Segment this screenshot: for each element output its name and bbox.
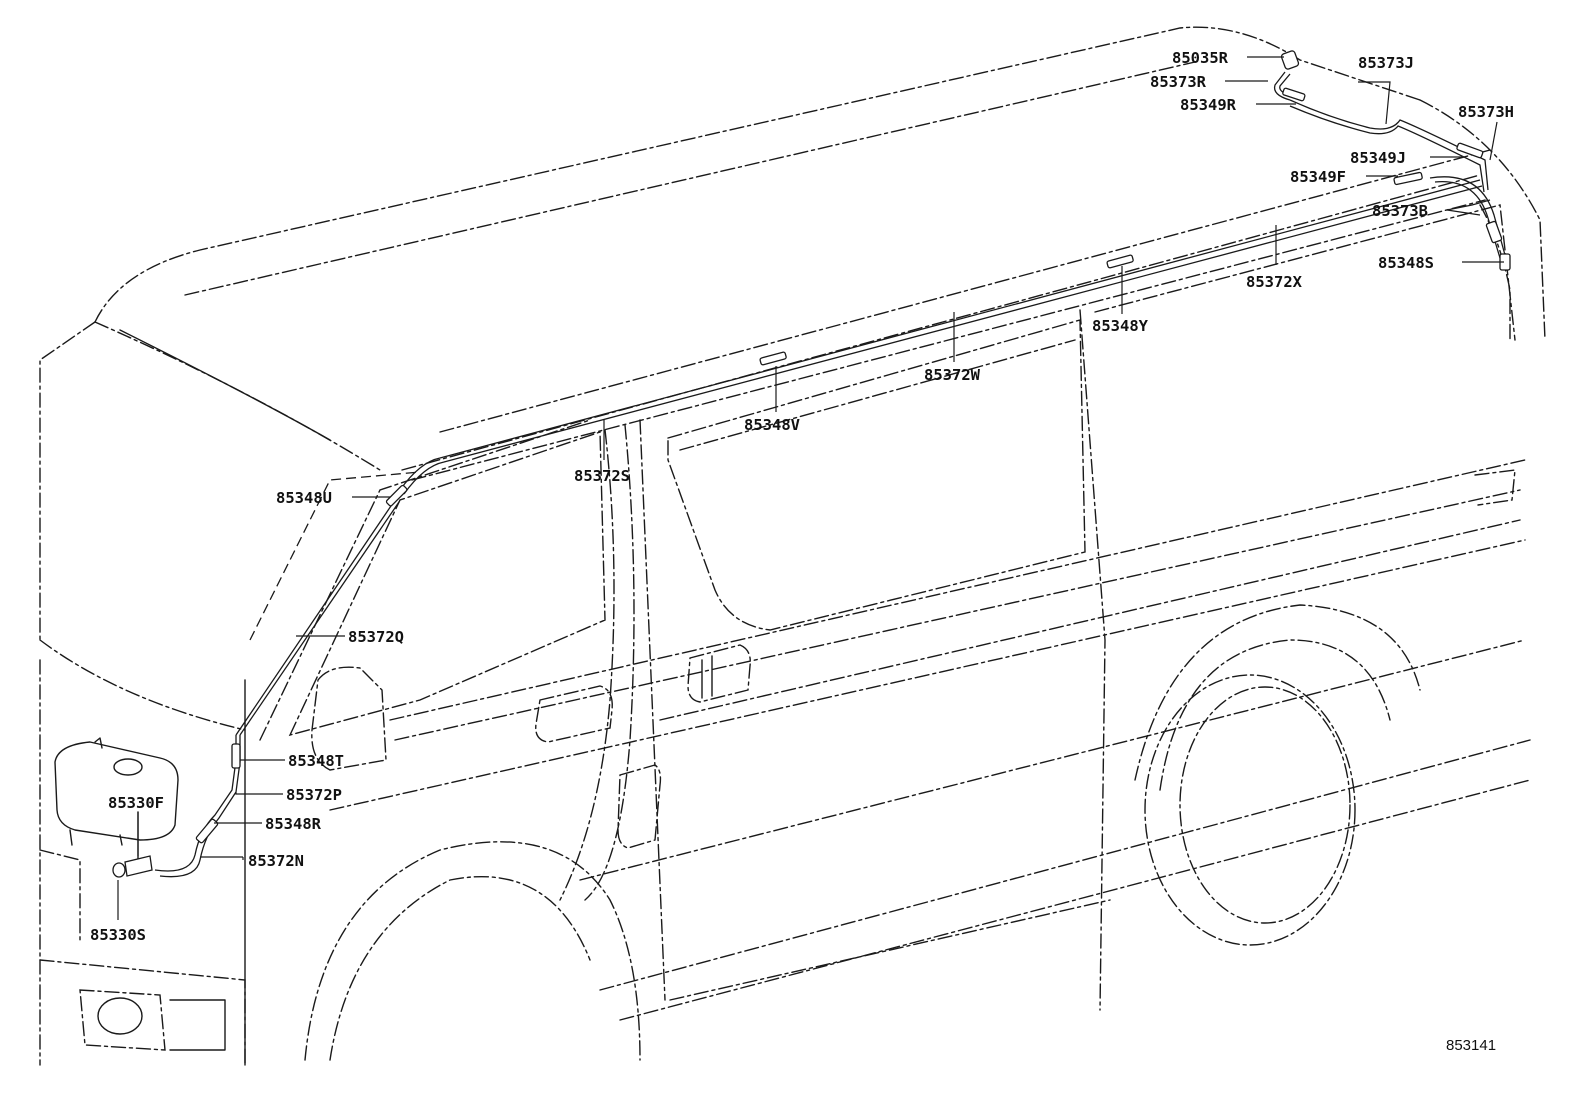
callout-85372P: 85372P bbox=[286, 786, 342, 804]
callout-85373R: 85373R bbox=[1150, 73, 1207, 91]
callout-85373B: 85373B bbox=[1372, 202, 1428, 220]
callout-85372W: 85372W bbox=[924, 366, 981, 384]
leader-lines bbox=[117, 56, 1504, 920]
callout-85035R: 85035R bbox=[1172, 49, 1229, 67]
callout-85348Y: 85348Y bbox=[1092, 317, 1149, 335]
callout-85372X: 85372X bbox=[1246, 273, 1303, 291]
van-body-outline bbox=[39, 26, 1546, 1066]
callout-85372S: 85372S bbox=[574, 467, 630, 485]
callout-85349J: 85349J bbox=[1350, 149, 1406, 167]
callout-85330F: 85330F bbox=[108, 794, 164, 812]
callout-85348T: 85348T bbox=[288, 752, 344, 770]
callout-labels: 85035R 85373R 85349R 85373J 85373H 85349… bbox=[90, 49, 1514, 944]
hose-joints bbox=[195, 50, 1511, 844]
reference-number: 853141 bbox=[1446, 1037, 1496, 1054]
callout-85349R: 85349R bbox=[1180, 96, 1237, 114]
callout-85330S: 85330S bbox=[90, 926, 146, 944]
callout-85349F: 85349F bbox=[1290, 168, 1346, 186]
washer-hoses bbox=[154, 71, 1506, 878]
washer-tank bbox=[54, 737, 179, 878]
callout-85348V: 85348V bbox=[744, 416, 800, 434]
callout-85372Q: 85372Q bbox=[348, 628, 404, 646]
callout-85348U: 85348U bbox=[276, 489, 332, 507]
callout-85373J: 85373J bbox=[1358, 54, 1414, 72]
callout-85348S: 85348S bbox=[1378, 254, 1434, 272]
callout-85348R: 85348R bbox=[265, 815, 322, 833]
callout-85373H: 85373H bbox=[1458, 103, 1514, 121]
callout-85372N: 85372N bbox=[248, 852, 304, 870]
